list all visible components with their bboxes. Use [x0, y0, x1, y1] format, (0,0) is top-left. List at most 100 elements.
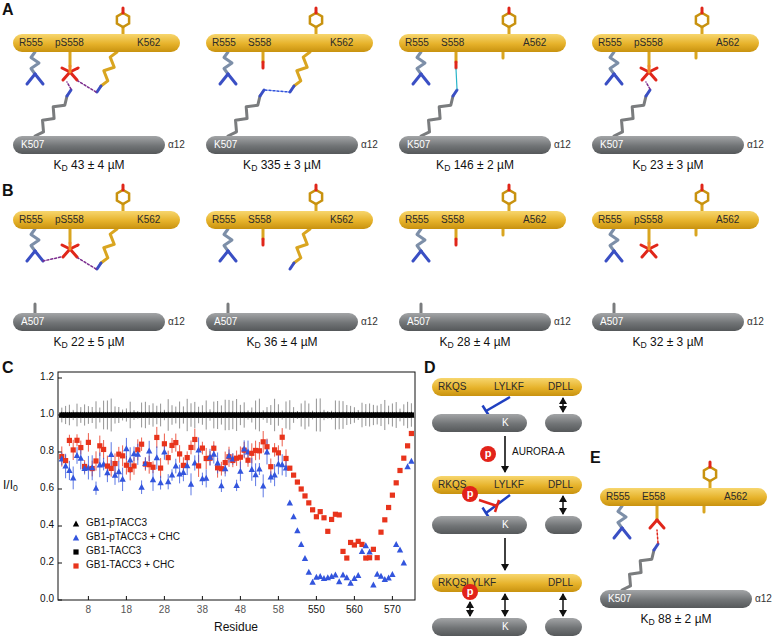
amine [453, 90, 457, 96]
residue-label: K [502, 516, 509, 534]
square-marker [245, 458, 250, 463]
residue-label: pS558 [55, 34, 84, 52]
phospho-mark: p [462, 486, 478, 501]
hydroxyl [262, 239, 265, 245]
axis-title: I/I0 [3, 478, 18, 492]
hydroxyl [508, 185, 511, 190]
triangle-marker [233, 482, 239, 488]
arginine-side-chain [31, 52, 39, 74]
guanidinium [413, 251, 421, 261]
amine [97, 86, 101, 92]
alanine-stub [227, 304, 230, 313]
salt-bridge [67, 82, 71, 89]
square-marker [166, 455, 171, 460]
square-marker [280, 435, 285, 440]
square-marker [321, 515, 326, 520]
square-marker [367, 555, 372, 560]
triangle-marker [218, 482, 224, 488]
residue-label: LYLKF [494, 378, 524, 396]
tick-label: 0.0 [40, 593, 54, 605]
square-marker [185, 455, 190, 460]
hydroxyl [701, 8, 704, 13]
triangle-marker [73, 521, 79, 527]
triangle-marker [237, 468, 243, 474]
square-marker [71, 447, 76, 452]
residue-label: R555 [212, 211, 236, 229]
hydroxyl [315, 185, 318, 190]
guanidinium [27, 74, 35, 84]
triangle-marker [279, 461, 285, 467]
square-marker [329, 517, 334, 522]
residue-label: R555 [598, 211, 622, 229]
phosphate [649, 249, 656, 257]
salt-bridge [657, 530, 658, 543]
triangle-marker [180, 469, 186, 475]
square-marker [93, 458, 98, 463]
tyrosine-ring [310, 190, 322, 204]
triangle-marker [184, 462, 190, 468]
residue-label: S558 [248, 34, 271, 52]
lysine-side-chain [101, 52, 117, 86]
tyrosine-ring [503, 13, 515, 27]
tick [88, 596, 89, 600]
square-marker [287, 466, 292, 471]
triangle-marker [355, 572, 361, 578]
binding-arrow [562, 594, 564, 616]
lysine-side-chain [35, 96, 67, 136]
triangle-marker [363, 542, 369, 548]
lysine-side-chain [294, 229, 310, 263]
tacc3-helix: R555S558A562 [399, 211, 566, 229]
square-marker [409, 412, 414, 417]
chc-helix: A507α12 [592, 313, 744, 331]
square-marker [120, 453, 125, 458]
amine [67, 90, 71, 96]
square-marker [162, 441, 167, 446]
guanidinium [614, 528, 622, 538]
step-arrow [504, 538, 506, 570]
triangle-marker [203, 475, 209, 481]
legend-text: GB1-TACC3 [86, 545, 141, 556]
triangle-marker [123, 445, 129, 451]
hydroxyl [709, 462, 712, 467]
tick [58, 526, 62, 527]
tick [316, 596, 317, 600]
helix-name: α12 [755, 590, 772, 608]
guanidinium [27, 251, 35, 261]
triangle-marker [393, 541, 399, 547]
tacc3-helix: R555E558A562 [600, 488, 767, 506]
residue-label: S558 [248, 211, 271, 229]
hydroxyl [122, 185, 125, 190]
lysine-side-chain [294, 52, 310, 86]
square-marker [86, 440, 91, 445]
alanine-stub [502, 52, 505, 58]
triangle-marker [290, 513, 296, 519]
lysine-side-chain [622, 550, 654, 590]
triangle-marker [249, 466, 255, 472]
panel-letter: E [590, 448, 601, 467]
residue-label: K507 [608, 590, 631, 608]
arginine-side-chain [417, 52, 425, 74]
lysine-side-chain [228, 96, 260, 136]
square-marker [291, 473, 296, 478]
kd-value: KD 335 ± 3 µM [243, 158, 321, 172]
square-marker [200, 446, 205, 451]
tick [278, 596, 279, 600]
square-marker [74, 438, 79, 443]
triangle-marker [336, 578, 342, 584]
glutamate-stem [656, 506, 659, 520]
chc-segment: K [432, 516, 527, 534]
square-marker [299, 486, 304, 491]
chc-helix: A507α12 [399, 313, 551, 331]
square-marker [337, 512, 342, 517]
residue-label: R555 [19, 34, 43, 52]
square-marker [302, 493, 307, 498]
plot-frame [58, 372, 415, 600]
grey-helix [545, 618, 582, 636]
helix-name: α12 [168, 136, 185, 154]
kd-value: KD 88 ± 2 µM [640, 612, 711, 626]
residue-label: K562 [137, 211, 160, 229]
triangle-marker [404, 463, 410, 469]
alanine-stub [34, 304, 37, 313]
triangle-marker [116, 468, 122, 474]
salt-bridge [646, 82, 650, 89]
